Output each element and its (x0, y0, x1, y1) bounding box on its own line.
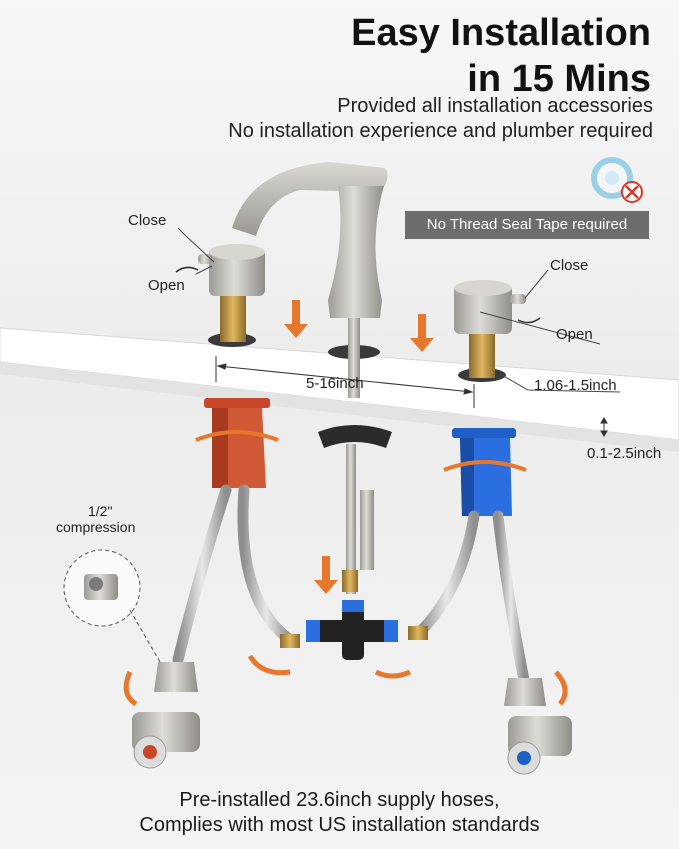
rotate-arrow-icon-cold (443, 460, 527, 472)
leader-right-open (479, 311, 601, 345)
right-handle-top (454, 280, 512, 296)
subtitle: Provided all installation accessories No… (228, 94, 653, 144)
waterfall-spout (232, 162, 388, 236)
spout-body (328, 186, 384, 318)
hot-angle-valve (132, 712, 200, 769)
compression-label: compression (56, 519, 136, 535)
cold-compression-nut (504, 678, 546, 706)
rotate-arrow-icon-hot (195, 430, 279, 442)
leader-right-close (524, 269, 549, 299)
title-line-2: in 15 Mins (467, 58, 651, 100)
rotate-arrow-icon-right (517, 317, 541, 324)
right-open-label: Open (556, 326, 593, 343)
left-brass-shank (220, 296, 246, 342)
leader-left-close (177, 227, 215, 263)
compression-callout (63, 549, 161, 663)
subtitle-line-2: No installation experience and plumber r… (228, 120, 653, 142)
left-handle-base (209, 248, 265, 296)
spout-rod (346, 444, 356, 594)
left-close-label: Close (128, 212, 167, 229)
right-close-label: Close (550, 257, 589, 274)
cold-angle-valve (507, 716, 572, 775)
no-tape-icon (591, 157, 643, 203)
left-handle-top (209, 244, 265, 260)
subtitle-line-1: Provided all installation accessories (337, 95, 653, 117)
rod-hose-end (342, 570, 358, 592)
thickness-marker (600, 417, 608, 437)
spread-dimension (215, 356, 475, 408)
left-open-label: Open (148, 277, 185, 294)
page-title: Easy Installation in 15 Mins (351, 10, 651, 102)
title-line-1: Easy Installation (351, 12, 651, 54)
compression-size-label: 1/2" (88, 503, 113, 519)
spout-shank (348, 318, 360, 398)
leader-left-open (195, 265, 213, 275)
spread-label: 5-16inch (306, 375, 364, 392)
footer-caption: Pre-installed 23.6inch supply hoses, Com… (0, 788, 679, 838)
connect-arrows (123, 654, 568, 707)
footer-line-1: Pre-installed 23.6inch supply hoses, (179, 789, 500, 811)
cold-hose-end (408, 626, 428, 640)
spout-rod-nut (360, 490, 374, 570)
rotate-arrow-icon-left (175, 266, 199, 273)
hot-hose-end (280, 634, 300, 648)
supply-hoses (172, 484, 530, 686)
right-handle-base (454, 284, 512, 334)
spout-mount-bracket (318, 425, 392, 448)
right-handle-lever (510, 294, 526, 304)
left-handle-lever (198, 254, 212, 264)
leader-hole-size (499, 373, 621, 393)
cold-mounting-nut (443, 428, 527, 516)
no-tape-badge: No Thread Seal Tape required (405, 211, 649, 239)
hot-mounting-nut (195, 398, 279, 488)
tee-connector (306, 600, 398, 660)
deck-thickness-label: 0.1-2.5inch (587, 445, 662, 462)
arrow-down-icon (284, 300, 434, 594)
right-brass-shank (469, 334, 495, 378)
hole-size-label: 1.06-1.5inch (534, 377, 617, 394)
hot-compression-nut (154, 662, 198, 692)
footer-line-2: Complies with most US installation stand… (139, 814, 540, 836)
